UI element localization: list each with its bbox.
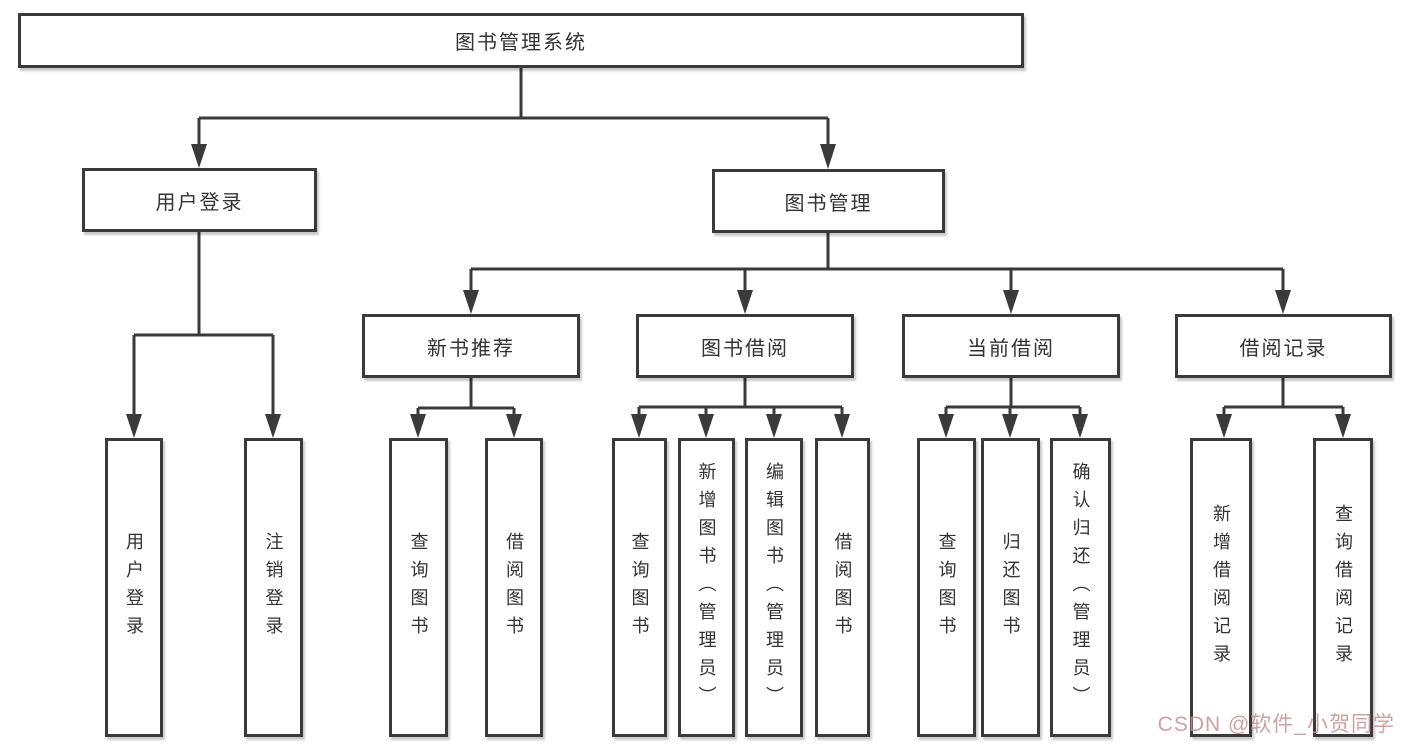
leaf-confirm-return-admin: 确认归还（管理员） [1050, 438, 1111, 737]
leaf-borrow-books-recommend: 借阅图书 [485, 438, 543, 737]
leaf-query-books-current: 查询图书 [917, 438, 976, 737]
node-book-borrow: 图书借阅 [636, 314, 854, 378]
node-current-borrow: 当前借阅 [902, 314, 1120, 378]
leaf-edit-books-admin: 编辑图书（管理员） [745, 438, 803, 737]
leaf-query-borrow-record: 查询借阅记录 [1313, 438, 1373, 737]
leaf-logout-label: 注销登录 [263, 531, 284, 644]
node-borrow-records: 借阅记录 [1175, 314, 1392, 378]
connector-current-borrow [944, 378, 1082, 416]
connector-book-borrow [637, 378, 844, 416]
leaf-query-books-borrow: 查询图书 [612, 438, 667, 737]
connector-borrow-records [1222, 378, 1345, 416]
leaf-add-books-admin: 新增图书（管理员） [678, 438, 735, 737]
leaf-query-books-recommend: 查询图书 [389, 438, 448, 737]
leaf-user-login-label: 用户登录 [124, 531, 144, 644]
leaf-query-books-recommend-label: 查询图书 [408, 531, 429, 644]
leaf-return-books: 归还图书 [981, 438, 1040, 737]
connector-book-mgmt [469, 233, 1285, 292]
arrowheads [126, 144, 1351, 438]
leaf-query-borrow-record-label: 查询借阅记录 [1333, 503, 1353, 672]
leaf-logout: 注销登录 [244, 438, 303, 737]
node-user-login: 用户登录 [82, 168, 317, 232]
connector-user-login [132, 232, 275, 416]
leaf-borrow-books-label: 借阅图书 [832, 531, 853, 644]
node-book-mgmt: 图书管理 [712, 169, 945, 233]
leaf-borrow-books: 借阅图书 [815, 438, 870, 737]
connector-new-books [416, 378, 516, 416]
node-new-books: 新书推荐 [362, 314, 580, 378]
leaf-borrow-books-recommend-label: 借阅图书 [504, 531, 524, 644]
watermark-csdn: CSDN @软件_小贺同学 [1157, 713, 1395, 736]
node-root: 图书管理系统 [18, 13, 1024, 68]
leaf-confirm-return-admin-label: 确认归还（管理员） [1070, 461, 1091, 714]
leaf-add-books-admin-label: 新增图书（管理员） [696, 461, 717, 714]
leaf-query-books-current-label: 查询图书 [936, 531, 957, 644]
leaf-add-borrow-record: 新增借阅记录 [1190, 438, 1252, 737]
leaf-return-books-label: 归还图书 [1000, 531, 1021, 644]
leaf-edit-books-admin-label: 编辑图书（管理员） [764, 461, 784, 714]
leaf-add-borrow-record-label: 新增借阅记录 [1211, 503, 1231, 672]
leaf-user-login: 用户登录 [105, 438, 163, 737]
connector-root [197, 68, 830, 146]
leaf-query-books-borrow-label: 查询图书 [629, 531, 650, 644]
